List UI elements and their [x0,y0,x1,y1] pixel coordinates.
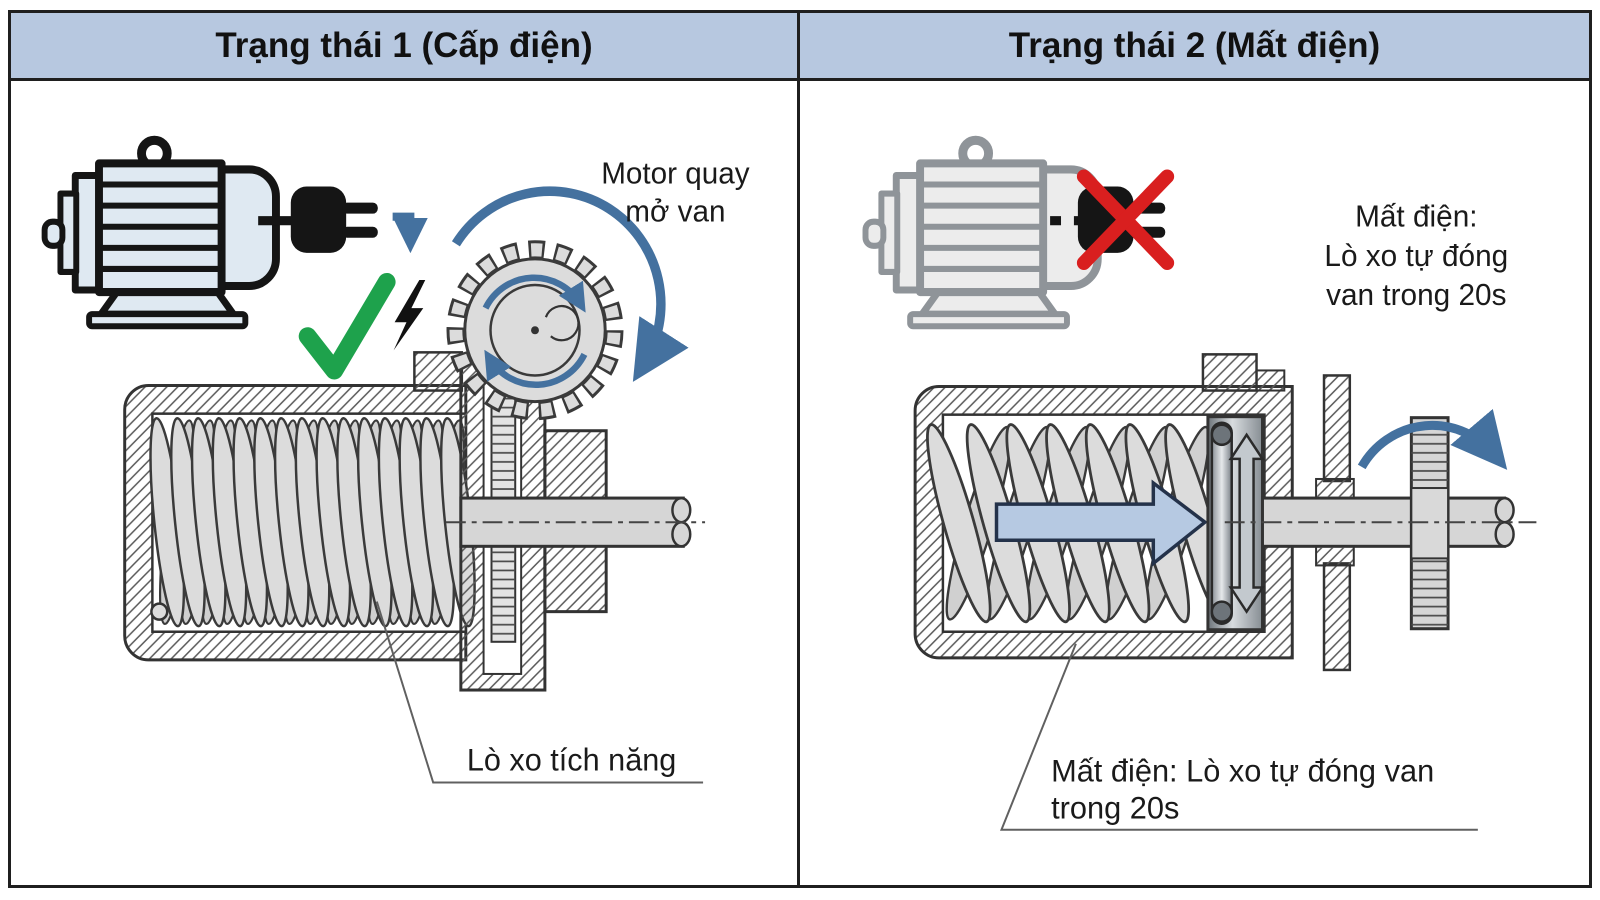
motor-label-line2: mở van [625,195,725,228]
check-mark-icon [298,272,396,380]
power-note-line2: Lò xo tự đóng [1324,240,1508,273]
bearing-flange [1315,374,1355,672]
piston-travel-arrow [1228,432,1265,614]
header-state-1: Trạng thái 1 (Cấp điện) [11,13,800,81]
panel-state-1: Motor quay mở van Lò xo tích năng [11,81,800,885]
rotation-arrow-inner-bottom [484,349,588,389]
lightning-bolt-icon [393,279,426,351]
rotation-arrow-outer [451,186,689,382]
spring-label-line2: trong 20s [1051,790,1179,825]
gear-icon [446,240,624,421]
header-state-2-label: Trạng thái 2 (Mất điện) [1008,25,1381,65]
output-shaft [446,496,706,548]
power-note-line1: Mất điện: [1355,201,1477,234]
spring-callout: Lò xo tích năng [375,601,704,784]
panel-state-2: Mất điện: Lò xo tự đóng van trong 20s Mấ… [800,81,1589,885]
close-rotation-arrow [1357,408,1508,470]
spring-label-line1: Mất điện: Lò xo tự đóng van [1051,753,1434,788]
motor-label-line1: Motor quay [601,157,749,190]
spring-force-arrow [994,479,1208,568]
red-x-icon [1076,169,1175,270]
comparison-table: Trạng thái 1 (Cấp điện) Trạng thái 2 (Mấ… [8,10,1592,888]
electric-motor-icon [45,140,276,326]
electric-motor-icon [866,140,1098,326]
compressed-spring [142,415,483,629]
spring-callout: Mất điện: Lò xo tự đóng van trong 20s [999,643,1478,831]
power-plug-icon [290,186,378,253]
spring-label: Lò xo tích năng [467,742,677,777]
rotation-arrow-inner-top [482,274,586,313]
header-state-1-label: Trạng thái 1 (Cấp điện) [215,25,593,65]
header-state-2: Trạng thái 2 (Mất điện) [800,13,1589,81]
power-flow-arrow [392,212,428,254]
power-note-line3: van trong 20s [1326,279,1506,312]
